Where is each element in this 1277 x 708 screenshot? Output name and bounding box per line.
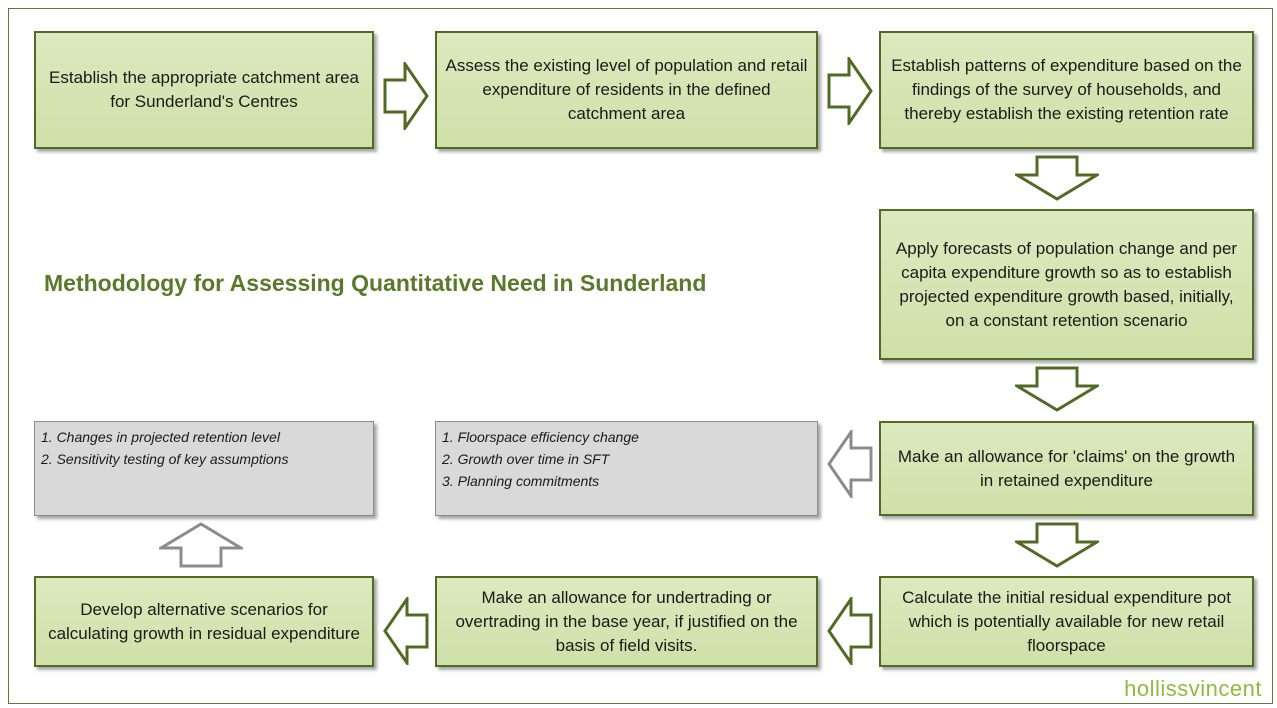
diagram-title: Methodology for Assessing Quantitative N… bbox=[44, 270, 707, 296]
arrow-down-icon bbox=[1015, 366, 1099, 412]
arrow-right-icon bbox=[827, 57, 873, 125]
arrow-left-grey-icon bbox=[827, 430, 873, 498]
step-residual-box: Calculate the initial residual expenditu… bbox=[879, 576, 1254, 667]
claims-note-2: 2. Growth over time in SFT bbox=[442, 451, 610, 467]
arrow-right-icon bbox=[383, 62, 429, 130]
step-catchment-box: Establish the appropriate catchment area… bbox=[34, 31, 374, 149]
arrow-down-icon bbox=[1015, 155, 1099, 201]
arrow-up-grey-icon bbox=[159, 522, 243, 568]
step-patterns-box: Establish patterns of expenditure based … bbox=[879, 31, 1254, 149]
arrow-down-icon bbox=[1015, 522, 1099, 568]
step-undertrading-text: Make an allowance for undertrading or ov… bbox=[455, 587, 798, 655]
step-assess-text: Assess the existing level of population … bbox=[445, 56, 808, 123]
company-logo: hollissvincent bbox=[1124, 676, 1262, 701]
step-catchment-text: Establish the appropriate catchment area… bbox=[49, 68, 359, 111]
arrow-left-icon bbox=[383, 597, 429, 665]
step-residual-text: Calculate the initial residual expenditu… bbox=[902, 587, 1231, 655]
claims-note-1: 1. Floorspace efficiency change bbox=[442, 429, 639, 445]
arrow-left-icon bbox=[827, 597, 873, 665]
claims-note-3: 3. Planning commitments bbox=[442, 473, 600, 489]
scenario-notes-box: 1. Changes in projected retention level … bbox=[34, 421, 374, 516]
step-claims-text: Make an allowance for 'claims' on the gr… bbox=[897, 446, 1236, 490]
step-patterns-text: Establish patterns of expenditure based … bbox=[891, 56, 1242, 123]
step-forecasts-text: Apply forecasts of population change and… bbox=[895, 238, 1238, 330]
step-scenarios-text: Develop alternative scenarios for calcul… bbox=[48, 599, 360, 643]
claims-notes-box: 1. Floorspace efficiency change 2. Growt… bbox=[435, 421, 818, 516]
step-assess-box: Assess the existing level of population … bbox=[435, 31, 818, 149]
step-claims-box: Make an allowance for 'claims' on the gr… bbox=[879, 421, 1254, 516]
step-scenarios-box: Develop alternative scenarios for calcul… bbox=[34, 576, 374, 667]
scenario-note-2: 2. Sensitivity testing of key assumption… bbox=[41, 451, 289, 467]
scenario-note-1: 1. Changes in projected retention level bbox=[41, 429, 280, 445]
step-forecasts-box: Apply forecasts of population change and… bbox=[879, 209, 1254, 360]
step-undertrading-box: Make an allowance for undertrading or ov… bbox=[435, 576, 818, 667]
